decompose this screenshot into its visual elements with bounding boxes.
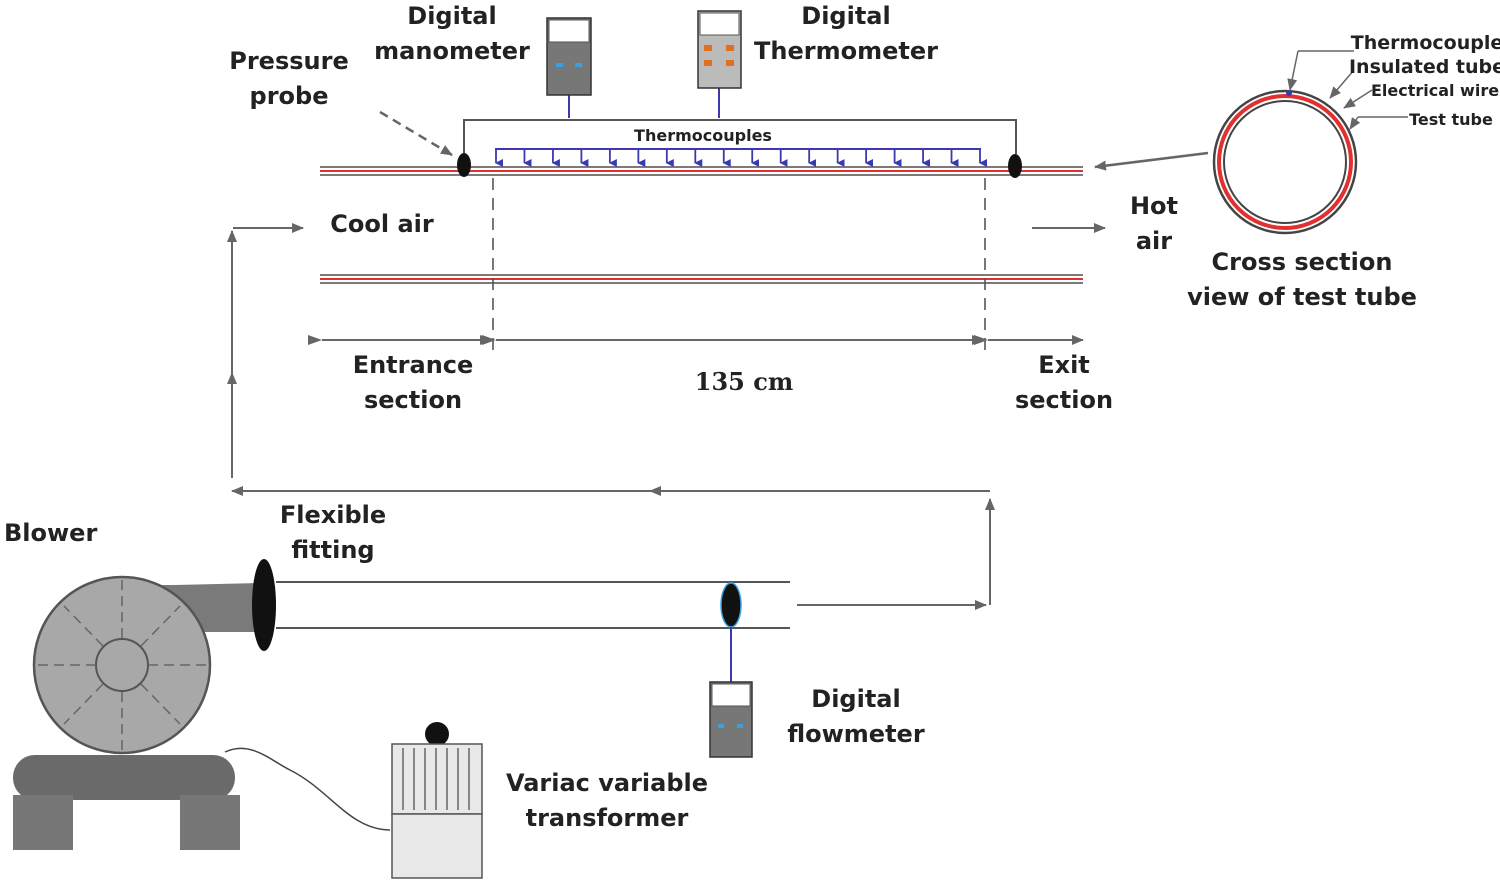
entrance-section-label-line1: Entrance: [353, 351, 474, 379]
manometer-label-line1: Digital: [407, 2, 496, 30]
blower-label: Blower: [4, 519, 97, 547]
pressure-probe-label-line2: probe: [250, 82, 329, 110]
test-tube-top-wall: [320, 166, 1083, 176]
thermocouples-label: Thermocouples: [634, 126, 772, 145]
entrance-section-label-line2: section: [364, 386, 462, 414]
thermocouple-array: [495, 148, 987, 167]
test-length-label: 135 cm: [695, 367, 793, 396]
digital-thermometer-device: [697, 10, 742, 118]
pressure-probe-label-line1: Pressure: [229, 47, 348, 75]
variac-label-line1: Variac variable: [506, 769, 708, 797]
insulated-tube-part-label: Insulated tube: [1349, 56, 1500, 78]
digital-flowmeter-device: [709, 582, 753, 758]
pressure-probe-pointer: [379, 110, 453, 157]
flexible-fitting-label-line1: Flexible: [280, 501, 386, 529]
cross-section-label-line1: Cross section: [1212, 248, 1393, 276]
flowmeter-label-line2: flowmeter: [787, 720, 924, 748]
variac-label-line2: transformer: [526, 804, 689, 832]
cross-section-label-line2: view of test tube: [1187, 283, 1417, 311]
cross-section-view: [1094, 50, 1408, 235]
test-tube-bottom-wall: [320, 274, 1083, 284]
cool-air-label: Cool air: [330, 210, 434, 238]
flexible-fitting: [252, 559, 276, 651]
hot-air-label-line2: air: [1136, 227, 1172, 255]
exit-section-label-line2: section: [1015, 386, 1113, 414]
pressure-probe-outlet: [1008, 154, 1022, 178]
blower-unit: [13, 575, 260, 850]
digital-manometer-device: [546, 17, 592, 118]
manometer-label-line2: manometer: [374, 37, 530, 65]
pressure-probe-inlet: [457, 153, 471, 177]
flexible-fitting-label-line2: fitting: [291, 536, 374, 564]
manometer-tubing: [463, 119, 1017, 154]
thermocouple-part-label: Thermocouple: [1351, 32, 1500, 54]
exit-section-label-line1: Exit: [1038, 351, 1090, 379]
electrical-wire-part-label: Electrical wire: [1371, 81, 1499, 100]
thermometer-label-line2: Thermometer: [754, 37, 938, 65]
test-tube-part-label: Test tube: [1409, 110, 1493, 129]
thermometer-label-line1: Digital: [801, 2, 890, 30]
flowmeter-label-line1: Digital: [811, 685, 900, 713]
air-flow-circuit: [227, 230, 995, 610]
variac-transformer-device: [224, 722, 483, 879]
hot-air-label-line1: Hot: [1130, 192, 1178, 220]
